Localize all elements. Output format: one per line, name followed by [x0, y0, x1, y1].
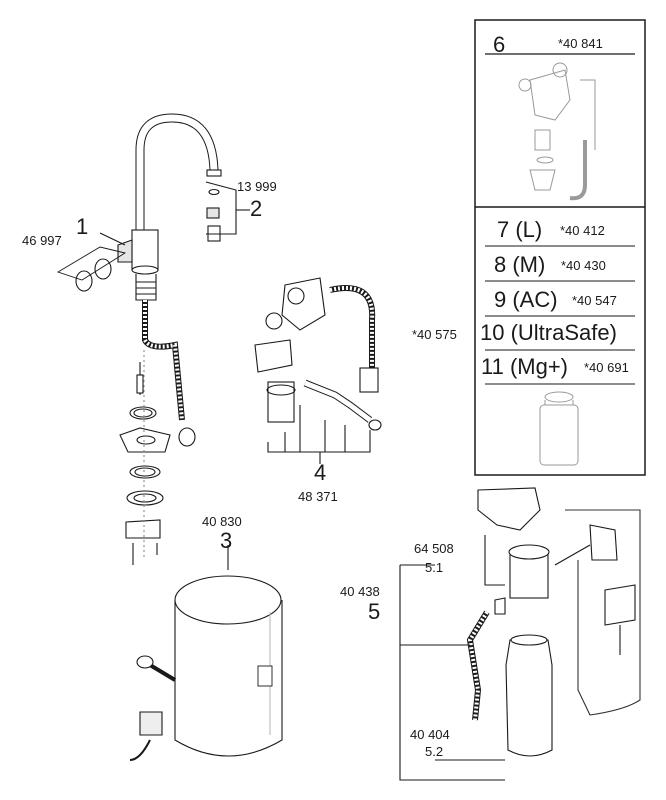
filter-10-label: 10 (UltraSafe) [480, 320, 617, 345]
part-2-code: 13 999 [237, 179, 277, 194]
filter-9-label: 9 (AC) [494, 287, 558, 312]
faucet-drawing [56, 113, 222, 565]
filter-system-drawing [399, 487, 641, 781]
filter-11-code: *40 691 [584, 360, 629, 375]
part-4-number: 4 [314, 460, 327, 485]
part-6-number: 6 [493, 32, 506, 57]
part-5-2-number: 5.2 [425, 744, 444, 759]
filter-9-code: *40 547 [572, 293, 617, 308]
filter-7-label: 7 (L) [497, 217, 543, 242]
valve-assembly-drawing [254, 277, 382, 464]
part-5-1-number: 5.1 [425, 560, 444, 575]
part-2-number: 2 [250, 196, 263, 221]
filter-11-label: 11 (Mg+) [481, 354, 569, 379]
part-5-2-code: 40 404 [410, 727, 450, 742]
boiler-drawing [129, 545, 283, 761]
filter-8-code: *40 430 [561, 258, 606, 273]
inset-box [474, 19, 646, 476]
part-5-number: 5 [368, 599, 381, 624]
part-1-code: 46 997 [22, 233, 62, 248]
part-3-number: 3 [220, 528, 233, 553]
part-3-code: 40 830 [202, 514, 242, 529]
part-6-code: *40 841 [558, 36, 603, 51]
filter-10-code: *40 575 [412, 327, 457, 342]
part-5-code: 40 438 [340, 584, 380, 599]
filter-7-code: *40 412 [560, 223, 605, 238]
part-5-1-code: 64 508 [414, 541, 454, 556]
part-1-number: 1 [76, 214, 89, 239]
part-4-code: 48 371 [298, 489, 338, 504]
filter-8-label: 8 (M) [494, 252, 546, 277]
